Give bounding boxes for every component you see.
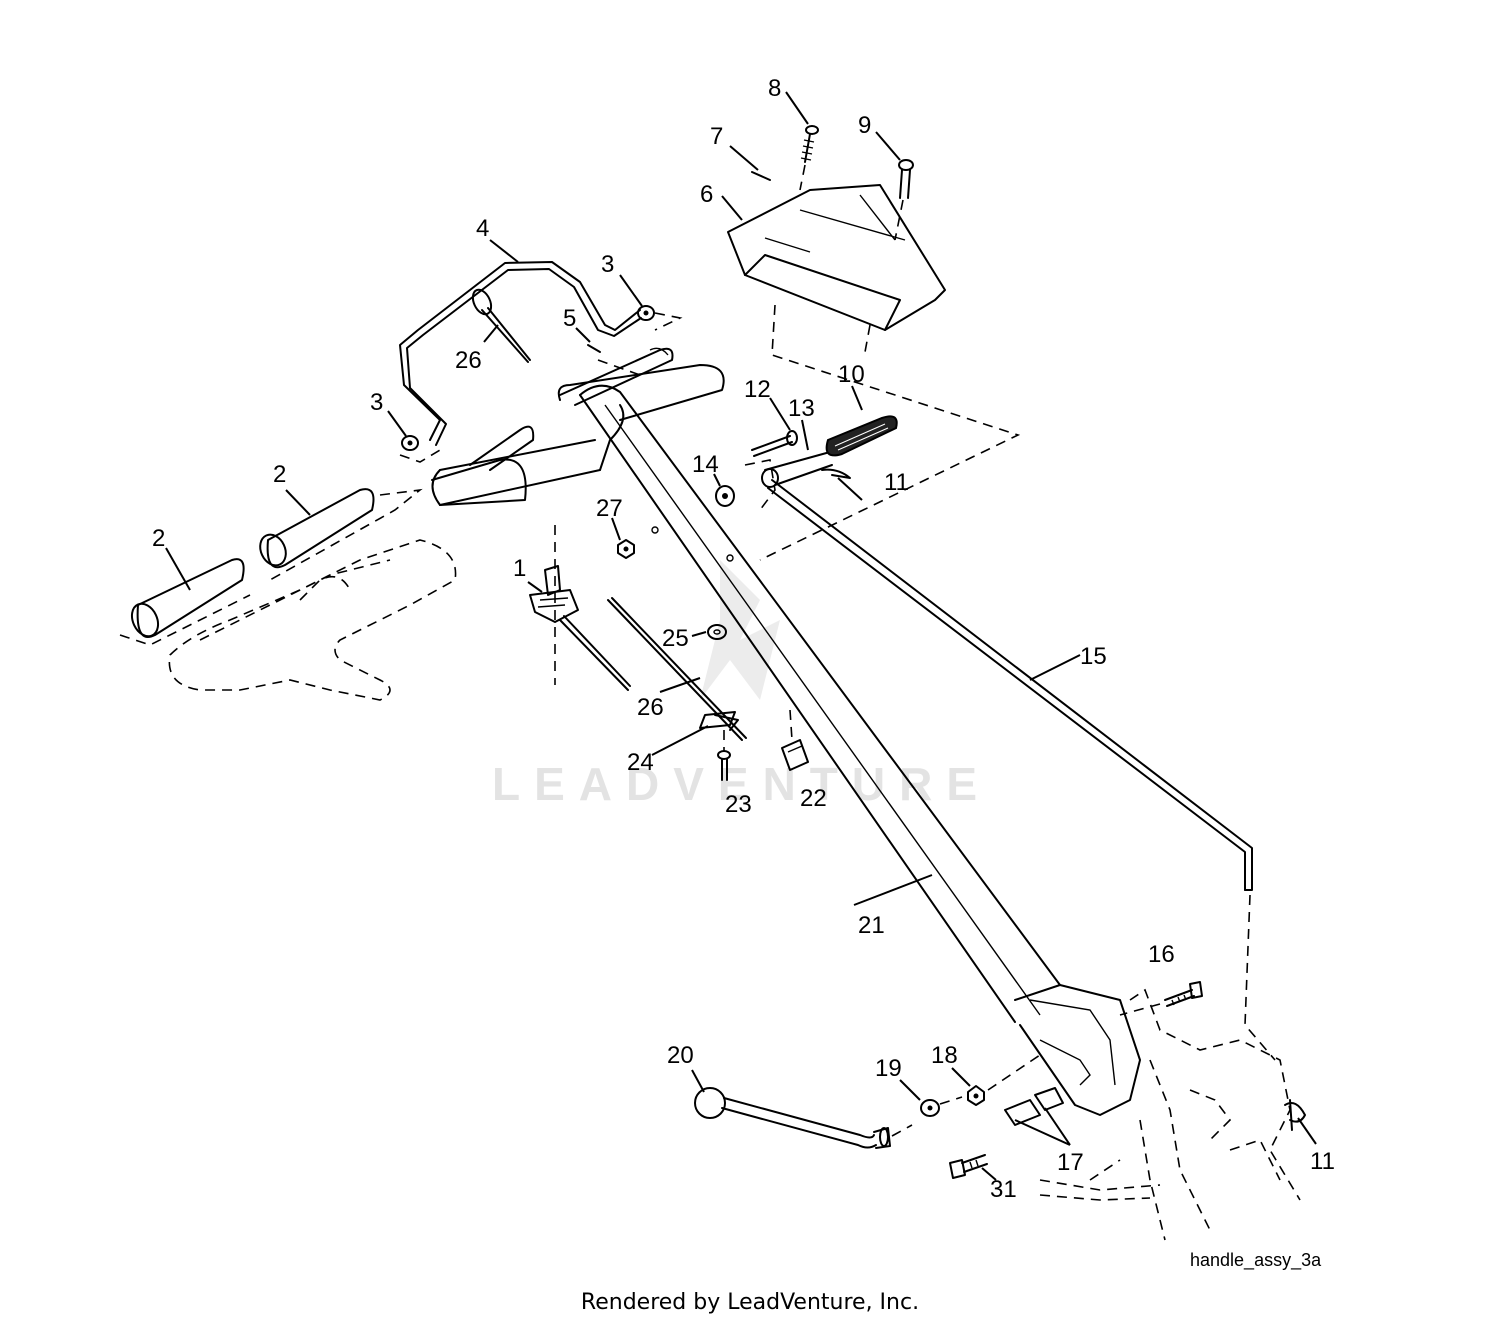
callout-24: 24 — [627, 749, 654, 776]
grip-part-2-right — [259, 488, 423, 581]
bail-rod-part-4 — [399, 261, 642, 446]
callout-1: 1 — [513, 555, 526, 582]
grip-part-10 — [825, 415, 898, 457]
callout-8: 8 — [768, 75, 781, 102]
callout-14: 14 — [692, 451, 719, 478]
control-rod-part-15 — [767, 479, 1276, 1061]
washer-part-19 — [920, 1099, 940, 1117]
diagram-id-label: handle_assy_3a — [1190, 1250, 1322, 1271]
callout-5: 5 — [563, 305, 576, 332]
render-credit: Rendered by LeadVenture, Inc. — [580, 1290, 920, 1315]
callout-9: 9 — [858, 112, 871, 139]
callout-19: 19 — [875, 1055, 902, 1082]
callout-7: 7 — [710, 123, 723, 150]
phantom-mount — [1039, 988, 1301, 1241]
throttle-control-part-1 — [529, 525, 631, 691]
callout-26: 26 — [637, 694, 664, 721]
callout-23: 23 — [725, 791, 752, 818]
callout-11: 11 — [1310, 1148, 1335, 1175]
hairpin-part-11-lower — [1284, 1099, 1306, 1131]
spacer-part-14 — [715, 485, 735, 507]
clamp-part-24 — [699, 711, 736, 729]
bolt-part-16 — [1119, 981, 1203, 1016]
callout-18: 18 — [931, 1042, 958, 1069]
callout-16: 16 — [1148, 941, 1175, 968]
washer-part-25 — [707, 624, 727, 640]
hairpin-part-11-upper — [821, 468, 863, 501]
callout-21: 21 — [858, 912, 885, 939]
pin-part-7 — [751, 171, 771, 181]
spring-part-26-upper — [471, 288, 531, 363]
callout-26: 26 — [455, 347, 482, 374]
callout-2: 2 — [152, 525, 165, 552]
nut-part-27 — [617, 539, 635, 559]
watermark-text: LEADVENTURE — [492, 758, 991, 810]
callout-27: 27 — [596, 495, 623, 522]
bolt-part-9 — [894, 159, 914, 241]
nut-part-18 — [939, 1054, 1041, 1106]
console-cover-part-6 — [727, 184, 1021, 561]
callout-15: 15 — [1080, 643, 1107, 670]
screw-part-8 — [799, 125, 819, 191]
callout-2: 2 — [273, 461, 286, 488]
callout-13: 13 — [788, 395, 815, 422]
callout-3: 3 — [601, 251, 614, 278]
callout-10: 10 — [838, 361, 865, 388]
leadventure-watermark: LEADVENTURE — [492, 560, 991, 810]
handle-tube-part-21 — [579, 384, 1141, 1116]
callout-12: 12 — [744, 376, 771, 403]
callout-31: 31 — [990, 1176, 1017, 1203]
block-part-17 — [1004, 1087, 1071, 1146]
leader-lines — [165, 91, 1317, 1181]
bolt-part-12 — [751, 430, 798, 457]
grip-part-2-left — [119, 558, 251, 646]
washer-part-3-right — [637, 305, 683, 331]
phantom-handlebar — [168, 539, 457, 701]
callout-22: 22 — [800, 785, 827, 812]
lever-part-13 — [744, 451, 833, 511]
clip-part-22 — [781, 709, 809, 771]
callout-17: 17 — [1057, 1149, 1084, 1176]
bolt-part-31 — [949, 1154, 988, 1179]
callout-labels: 8 9 7 6 4 3 5 26 3 10 12 13 14 11 2 2 27… — [152, 75, 1335, 1203]
callout-6: 6 — [700, 181, 713, 208]
callout-11: 11 — [884, 469, 909, 496]
screw-part-23 — [717, 730, 731, 781]
callout-25: 25 — [662, 625, 689, 652]
shift-lever-part-20 — [694, 1087, 913, 1149]
callout-3: 3 — [370, 389, 383, 416]
callout-20: 20 — [667, 1042, 694, 1069]
washer-part-3-left — [399, 435, 441, 463]
rod-part-26-lower — [607, 597, 747, 741]
callout-4: 4 — [476, 215, 489, 242]
